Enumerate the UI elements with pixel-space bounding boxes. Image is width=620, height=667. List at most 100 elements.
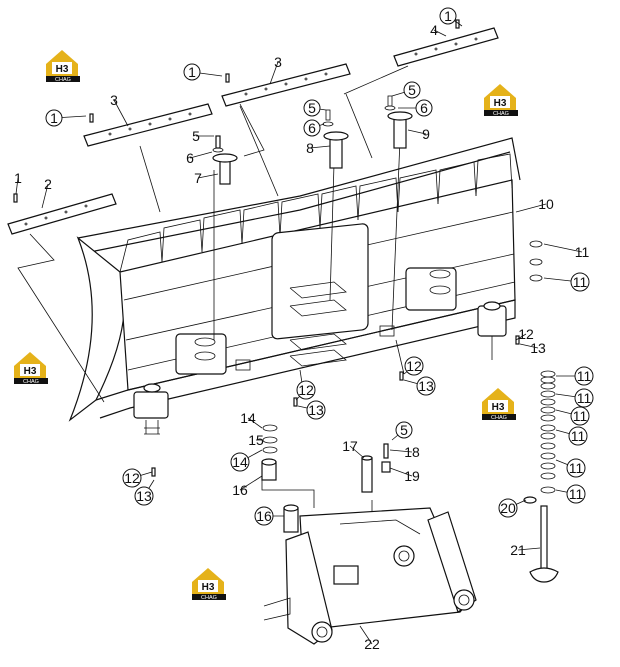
callout-circle (122, 468, 142, 488)
callout-number: 3 (110, 92, 118, 108)
callout-number: 22 (364, 636, 380, 652)
callout-number: 11 (577, 390, 592, 406)
callout-circle (183, 63, 201, 81)
leader-lines (17, 65, 493, 516)
callout-p13b: 13 (403, 376, 436, 396)
callout-leader (41, 183, 49, 209)
callout-circle (403, 81, 421, 99)
callout-p16a: 16 (232, 475, 263, 498)
cutting-edge-mid-right (221, 63, 351, 107)
callout-p3b: 3 (269, 54, 282, 85)
callout-number: 6 (186, 150, 194, 166)
pin-17 (361, 443, 391, 493)
callout-number: 13 (530, 340, 546, 356)
callout-circle (566, 458, 586, 478)
svg-text:H3: H3 (56, 64, 69, 75)
callout-number: 2 (44, 176, 52, 192)
callout-p7: 7 (194, 170, 219, 186)
svg-text:CHAG: CHAG (493, 111, 509, 117)
callout-circle (566, 484, 586, 504)
callout-p5b: 5 (303, 99, 327, 117)
callout-p6b: 6 (303, 119, 325, 137)
callout-leader (389, 467, 413, 477)
callout-p1c: 1 (45, 109, 87, 127)
callout-p14a: 14 (240, 410, 263, 429)
callout-number: 9 (422, 126, 430, 142)
callout-p3a: 3 (110, 92, 129, 127)
callout-p10: 10 (515, 196, 554, 213)
callout-p9: 9 (407, 126, 430, 142)
callout-p6a: 6 (186, 150, 213, 166)
callout-number: 11 (571, 428, 586, 444)
callout-number: 14 (232, 454, 248, 470)
callout-number: 1 (188, 64, 196, 80)
bolt-21 (523, 496, 559, 583)
callout-p4: 4 (430, 22, 447, 38)
callout-number: 11 (577, 368, 592, 384)
svg-text:CHAG: CHAG (201, 595, 217, 601)
callout-p11e: 11 (555, 406, 590, 426)
callout-p11d: 11 (555, 388, 594, 408)
callout-p13c: 13 (297, 400, 326, 420)
callout-number: 6 (308, 120, 316, 136)
callout-p1a: 1 (439, 7, 463, 27)
callout-number: 21 (510, 542, 526, 558)
callout-circle (416, 376, 436, 396)
callout-leader (389, 449, 413, 453)
callout-p11c: 11 (556, 366, 594, 386)
watermark-logo-2: H3 CHAG (484, 84, 518, 117)
callout-p13a: 13 (519, 340, 546, 356)
callout-circle (134, 486, 154, 506)
callout-number: 3 (274, 54, 282, 70)
callout-leader (515, 333, 527, 341)
callout-p22: 22 (359, 625, 380, 652)
watermark-logo-4: H3 CHAG (482, 388, 516, 421)
callout-p5a: 5 (192, 128, 214, 144)
push-frame (263, 504, 477, 645)
callout-number: 17 (342, 438, 358, 454)
callout-circle (404, 356, 424, 376)
callout-leader (15, 177, 19, 195)
callout-circle (574, 366, 594, 386)
callout-p20: 20 (498, 498, 527, 518)
callout-number: 12 (406, 358, 422, 374)
callout-number: 13 (418, 378, 434, 394)
callout-circle (306, 400, 326, 420)
watermark-logo-5: H3 CHAG (192, 568, 226, 601)
callout-circle (230, 452, 250, 472)
callout-number: 11 (569, 460, 584, 476)
callout-p18: 18 (389, 444, 420, 460)
callout-p5c: 5 (391, 81, 421, 99)
callout-number: 12 (518, 326, 534, 342)
callout-circle (303, 99, 321, 117)
callout-number: 14 (240, 410, 256, 426)
callout-p8: 8 (306, 140, 331, 156)
callout-leader (309, 145, 331, 149)
cutting-edge-left (7, 193, 117, 235)
svg-text:H3: H3 (494, 98, 507, 109)
callout-circle (395, 421, 413, 439)
svg-text:CHAG: CHAG (491, 415, 507, 421)
callout-number: 11 (573, 274, 588, 290)
callout-number: 1 (14, 170, 22, 186)
callout-number: 10 (538, 196, 554, 212)
callout-circle (570, 272, 590, 292)
callout-circle (415, 99, 433, 117)
callout-number: 5 (408, 82, 416, 98)
callout-leader (543, 243, 583, 253)
callout-p17: 17 (342, 438, 365, 459)
callout-p2: 2 (41, 176, 52, 209)
callout-leader (517, 547, 541, 551)
svg-text:CHAG: CHAG (23, 379, 39, 385)
callout-number: 12 (124, 470, 140, 486)
washer-stack-right (529, 240, 556, 494)
callout-p1d: 1 (14, 170, 22, 195)
watermark-logo-3: H3 CHAG (14, 352, 48, 385)
callout-circle (568, 426, 588, 446)
callout-number: 5 (308, 100, 316, 116)
callout-number: 4 (430, 22, 438, 38)
callout-p15: 15 (248, 432, 264, 448)
svg-text:H3: H3 (24, 366, 37, 377)
callout-number: 1 (444, 8, 452, 24)
